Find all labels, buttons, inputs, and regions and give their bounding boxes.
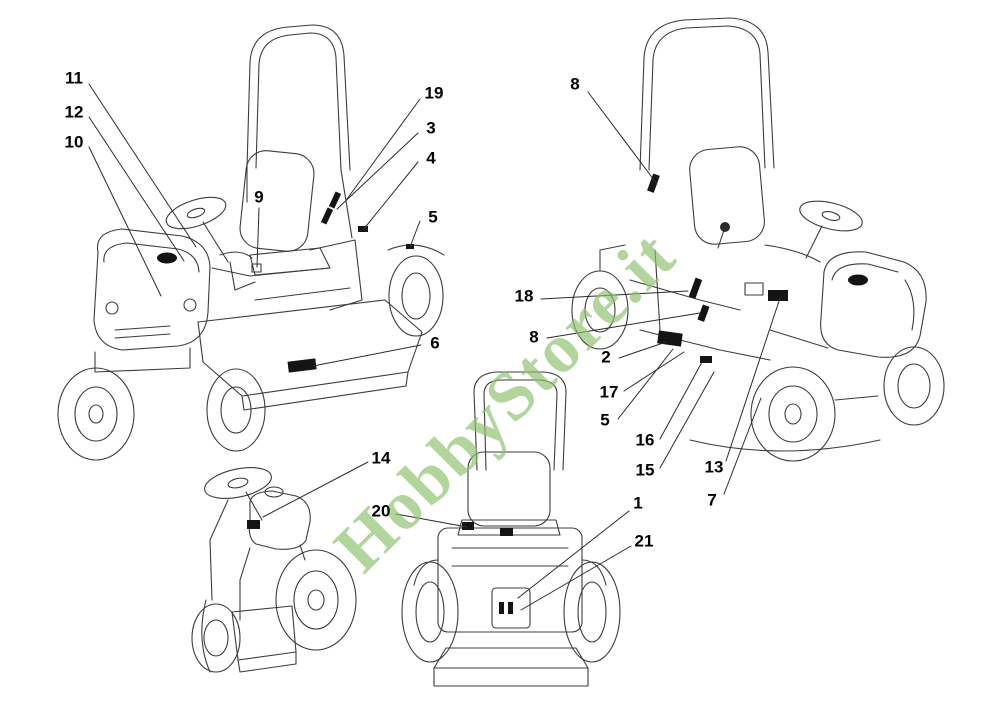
callout-14: 14 [371, 448, 391, 468]
leader-line-2 [618, 341, 667, 359]
callout-20: 20 [371, 501, 391, 521]
callout-8: 8 [570, 74, 580, 94]
callout-12: 12 [64, 102, 84, 122]
callout-18: 18 [514, 286, 534, 306]
leader-line-12 [88, 116, 185, 262]
leader-line-21 [520, 545, 632, 611]
callout-4: 4 [426, 148, 436, 168]
mower-view-front-detail [191, 467, 357, 673]
leader-line-6 [312, 344, 422, 367]
callout-2: 2 [601, 347, 611, 367]
leader-line-18 [540, 290, 689, 300]
leader-line-13 [725, 297, 781, 462]
leader-line-4 [362, 161, 419, 231]
callout-10: 10 [64, 132, 84, 152]
callout-21: 21 [634, 531, 654, 551]
callout-8: 8 [529, 327, 539, 347]
callout-19: 19 [424, 83, 444, 103]
callout-5: 5 [600, 410, 610, 430]
callout-17: 17 [599, 382, 619, 402]
leader-line-5 [617, 348, 674, 420]
callout-7: 7 [707, 490, 717, 510]
leader-line-8 [587, 91, 658, 185]
leader-line-10 [88, 146, 162, 297]
callout-11: 11 [65, 68, 83, 88]
callout-1: 1 [633, 493, 643, 513]
leader-line-14 [262, 461, 369, 518]
leader-line-5 [409, 220, 421, 248]
mower-view-rear-right [571, 17, 945, 462]
leader-lines [88, 83, 781, 611]
leader-line-19 [346, 98, 421, 200]
leader-line-8 [546, 312, 701, 339]
leader-line-11 [88, 83, 197, 248]
leader-line-9 [256, 207, 260, 268]
callout-6: 6 [430, 333, 440, 353]
leader-line-20 [395, 513, 468, 528]
leader-line-1 [517, 510, 630, 599]
callout-5: 5 [428, 207, 438, 227]
leader-line-15 [659, 371, 715, 469]
callout-16: 16 [635, 430, 655, 450]
callout-9: 9 [254, 187, 264, 207]
leader-line-16 [659, 361, 703, 440]
leader-line-3 [336, 132, 419, 210]
mower-view-rear [401, 371, 621, 687]
callout-3: 3 [426, 118, 436, 138]
mower-view-front-left [57, 24, 445, 461]
callout-15: 15 [635, 460, 655, 480]
leader-line-17 [623, 351, 685, 392]
leader-line-7 [723, 397, 762, 495]
callout-13: 13 [704, 457, 724, 477]
